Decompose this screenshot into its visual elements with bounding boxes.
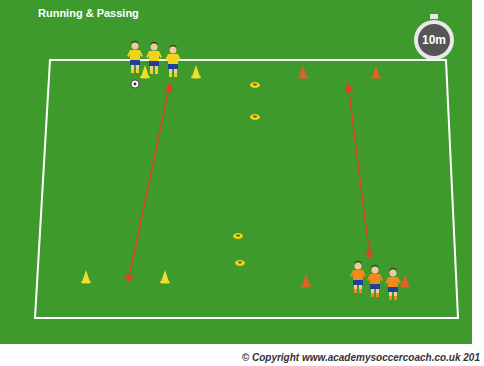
run-arrow: [128, 84, 170, 282]
pitch-lines: [35, 60, 458, 318]
copyright-note: © Copyright www.academysoccercoach.co.uk…: [242, 352, 480, 363]
timer-label: 10m: [414, 33, 454, 47]
grass: [0, 0, 472, 344]
run-arrow: [348, 84, 370, 258]
drill-title: Running & Passing: [38, 7, 139, 19]
stopwatch-icon: [414, 14, 454, 60]
ball: [131, 80, 139, 88]
